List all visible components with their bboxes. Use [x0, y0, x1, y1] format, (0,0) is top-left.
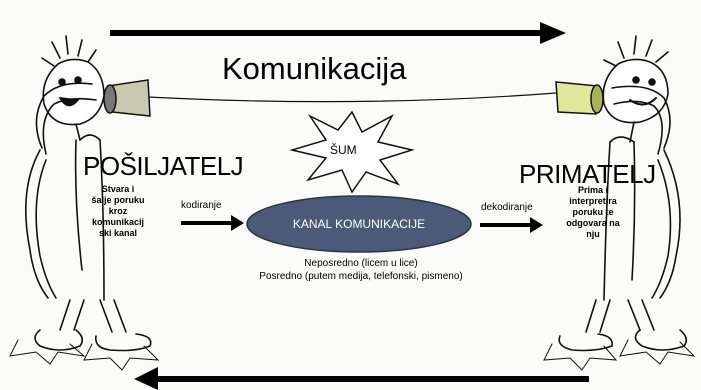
noise-burst [289, 110, 415, 194]
encoding-arrow [181, 215, 244, 231]
sender-description-line: ski kanal [98, 228, 138, 238]
sender-description-line: šalje poruku [91, 195, 145, 205]
bottom-flow-arrow [134, 367, 589, 390]
receiver-cup [555, 81, 604, 115]
sender-cup [103, 79, 151, 117]
decoding-arrow [480, 217, 543, 233]
decoding-label: dekodiranje [481, 202, 533, 213]
sender-description-line: Stvara i [101, 184, 135, 194]
sender-figure [9, 35, 160, 371]
top-flow-arrow [110, 22, 566, 44]
receiver-title: PRIMATELJ [519, 159, 656, 189]
channel-ellipse [246, 195, 472, 253]
noise-label: ŠUM [330, 143, 357, 157]
receiver-description-line: interpretira [569, 196, 617, 206]
diagram-title: Komunikacija [222, 51, 407, 86]
receiver-description: Prima i interpretira poruku te odgovara … [555, 185, 631, 240]
sender-description-line: komunikacij [91, 217, 145, 227]
receiver-figure [543, 35, 696, 371]
receiver-description-line: odgovara na [566, 218, 620, 228]
channel-label: KANAL KOMUNIKACIJE [292, 217, 426, 231]
receiver-description-line: poruku te [572, 207, 614, 217]
sender-title: POŠILJATELJ [83, 151, 244, 181]
cup-phone-string [147, 92, 557, 103]
sender-description: Stvara i šalje poruku kroz komunikacij s… [78, 184, 158, 239]
receiver-description-line: nju [586, 229, 600, 239]
channel-type-indirect: Posredno (putem medija, telefonski, pism… [259, 271, 463, 282]
sender-description-line: kroz [108, 206, 128, 216]
encoding-label: kodiranje [181, 200, 222, 211]
receiver-description-line: Prima i [577, 185, 608, 195]
channel-type-direct: Neposredno (licem u lice) [304, 258, 418, 269]
